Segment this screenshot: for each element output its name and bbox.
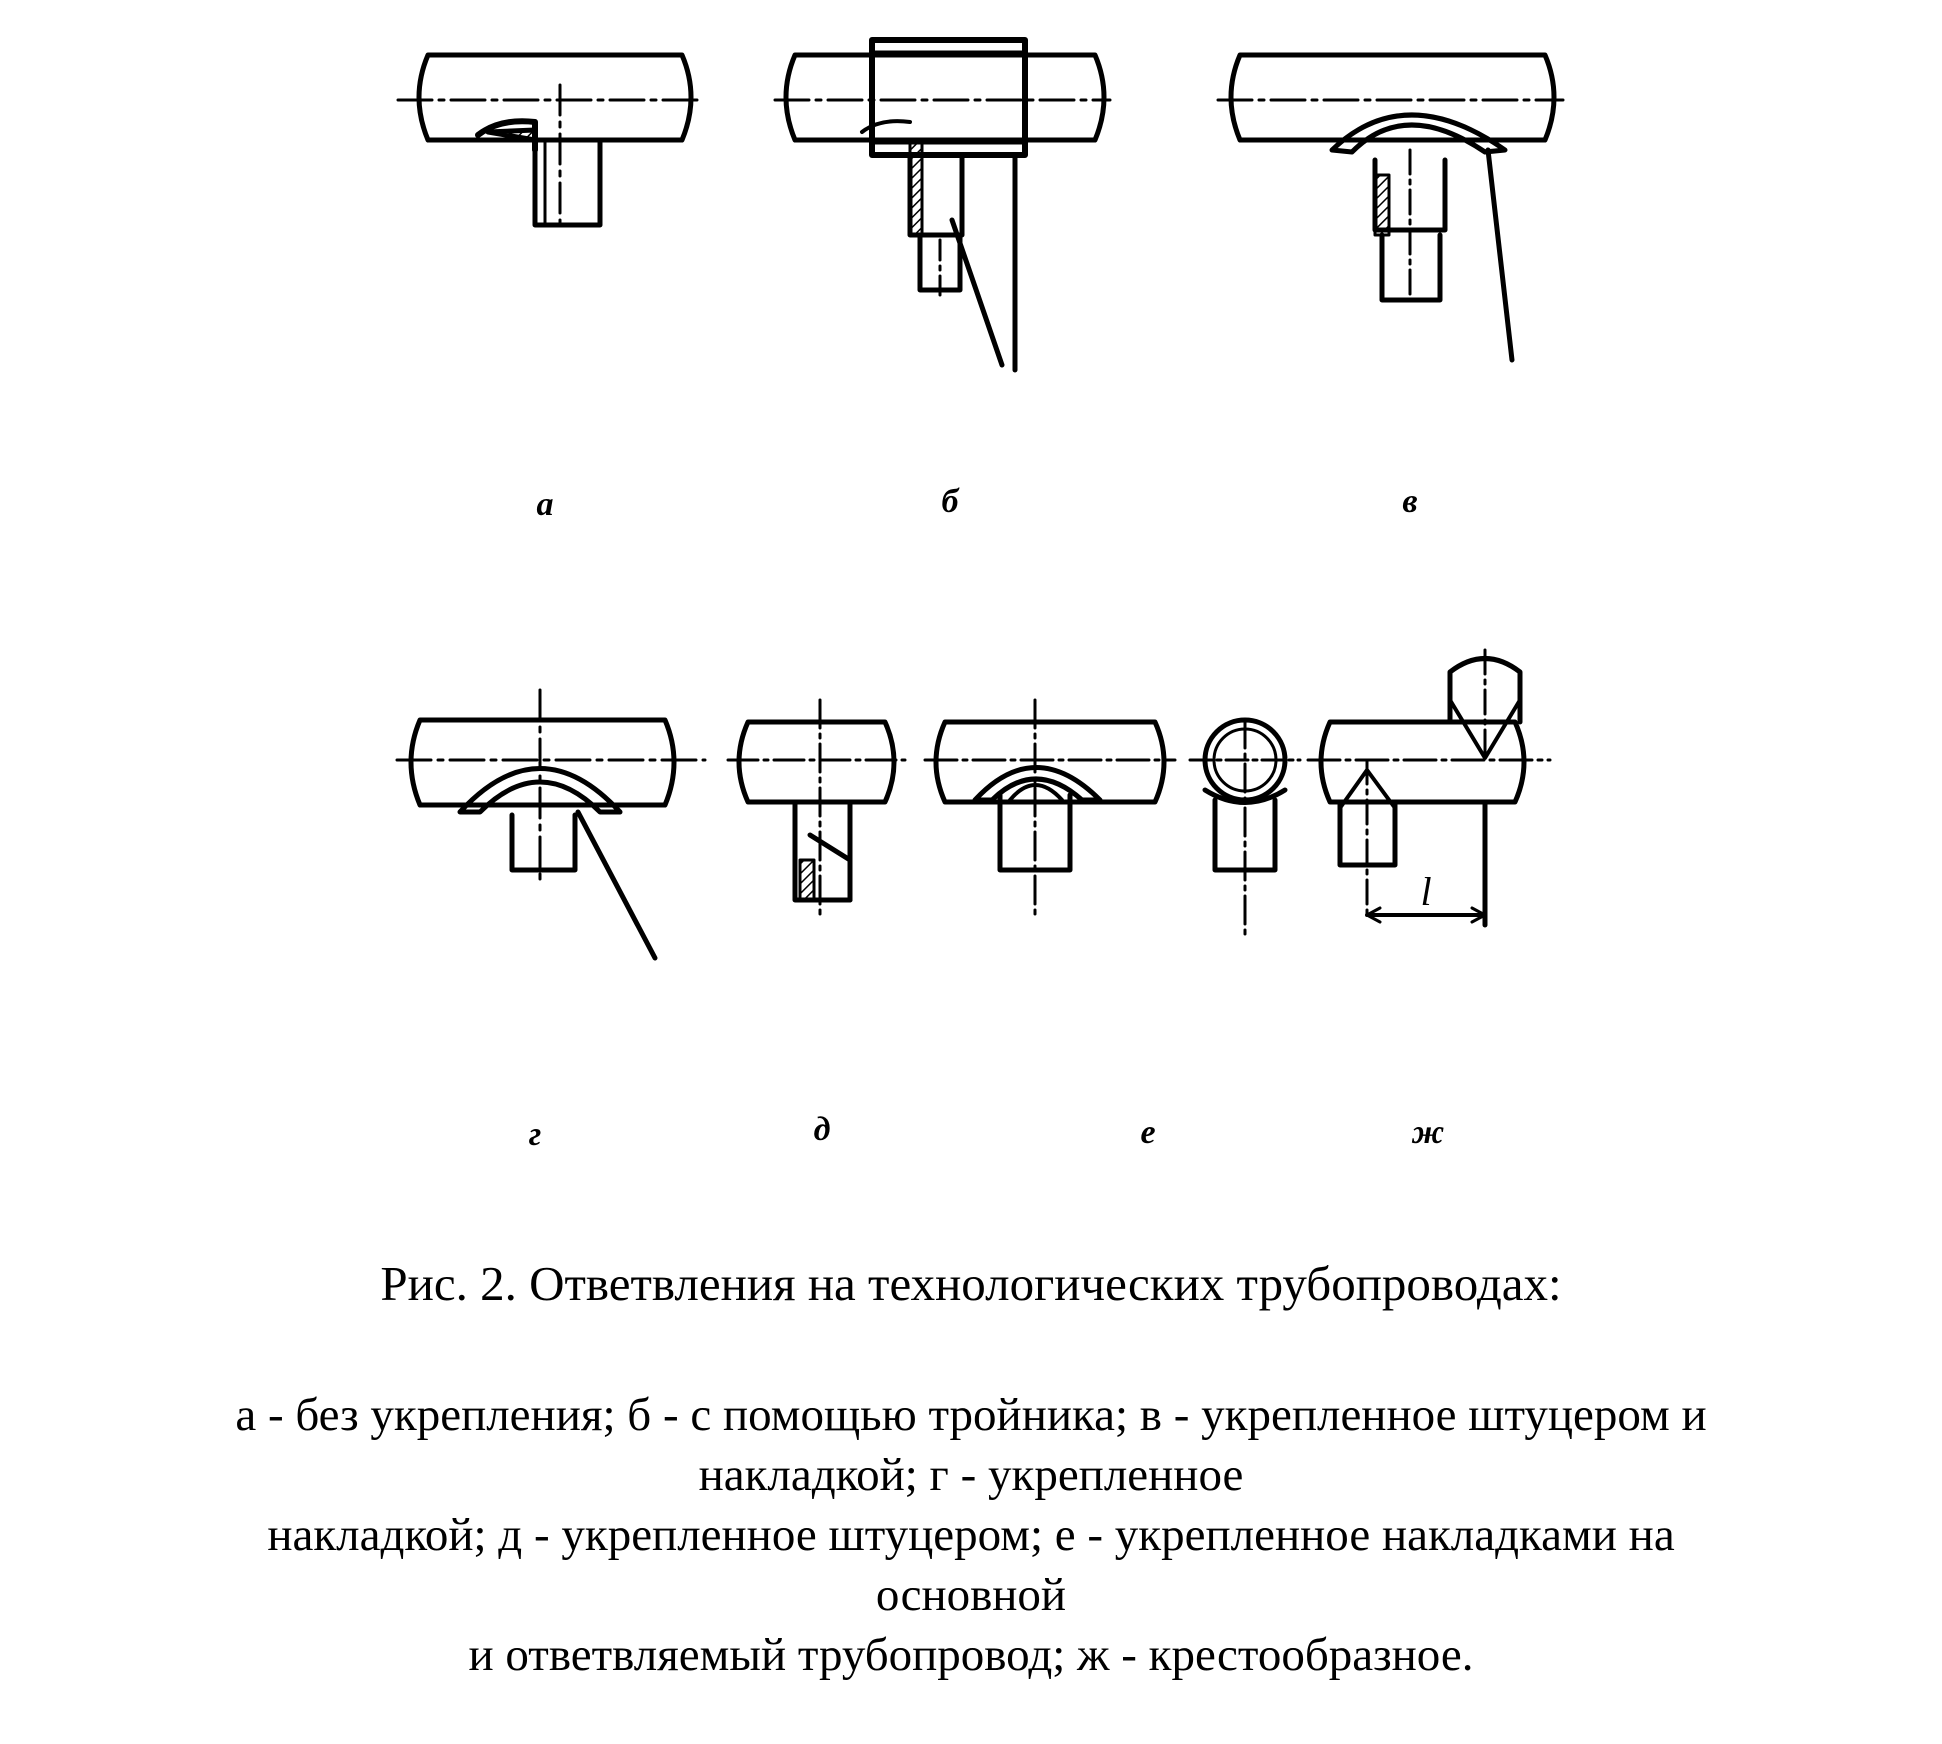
- branch-b-drawing: [773, 37, 1112, 373]
- branch-a-drawing: [396, 52, 702, 232]
- figure-legend: а - без укрепления; б - с помощью тройни…: [0, 1385, 1942, 1685]
- branch-e-drawing: [923, 698, 1177, 922]
- legend-line: основной: [875, 1569, 1067, 1621]
- branch-d-drawing: [726, 698, 907, 922]
- legend-line: а - без укрепления; б - с помощью тройни…: [235, 1389, 1707, 1441]
- label-zh: ж: [1411, 1114, 1444, 1151]
- legend-line: накладкой; д - укрепленное штуцером; е -…: [267, 1509, 1675, 1561]
- branch-v-drawing: [1216, 52, 1565, 363]
- branch-zh-section-drawing: [1188, 717, 1302, 937]
- label-g: г: [529, 1116, 542, 1153]
- figure-title: Рис. 2. Ответвления на технологических т…: [380, 1256, 1562, 1311]
- label-v: в: [1402, 483, 1417, 520]
- label-d: д: [814, 1111, 831, 1148]
- branch-g-drawing: [395, 688, 707, 961]
- branch-zh-drawing: [1306, 648, 1552, 928]
- label-b: б: [942, 483, 961, 520]
- label-e: е: [1140, 1114, 1155, 1151]
- dimension-l: l: [1420, 869, 1431, 914]
- label-a: а: [537, 486, 554, 523]
- legend-line: накладкой; г - укрепленное: [698, 1449, 1244, 1501]
- legend-line: и ответвляемый трубопровод; ж - крестооб…: [468, 1629, 1474, 1681]
